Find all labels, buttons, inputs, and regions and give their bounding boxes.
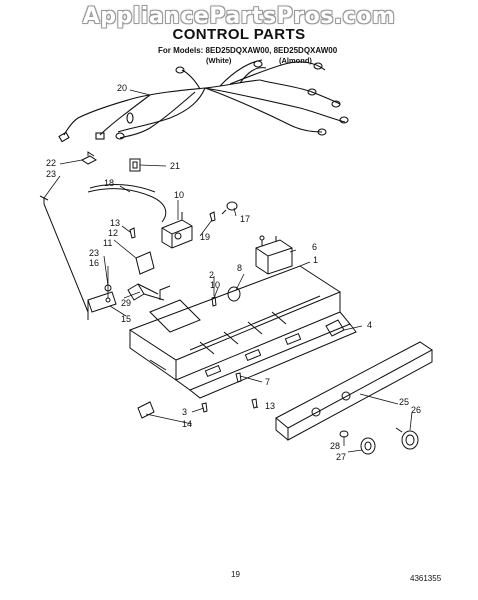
screw-13-top [129,227,136,239]
label-9: 10 [174,190,185,200]
label-6: 6 [312,242,318,252]
wire-harness [58,59,349,143]
watermark: AppliancePartsPros.com [82,4,396,29]
label-14: 14 [182,419,193,429]
label-13-lower: 13 [265,401,276,411]
control-housing [128,265,357,399]
label-17: 17 [240,214,251,224]
switch-bracket-15 [87,291,117,320]
label-2: 2 [209,270,215,280]
label-13-top: 13 [110,218,121,228]
label-12: 12 [108,228,119,238]
capillary-tube [87,184,167,223]
control-panel-25 [275,341,433,441]
label-25: 25 [399,397,410,407]
label-28: 28 [330,441,341,451]
clip-22 [81,151,97,165]
label-7: 7 [265,377,271,387]
color-white-label: (White) [206,56,232,65]
leader-lines [43,89,413,453]
diagram-title: CONTROL PARTS [172,26,306,43]
label-1: 1 [313,255,319,265]
label-3: 3 [182,407,188,417]
label-20: 20 [117,83,128,93]
label-10: 10 [210,280,221,290]
damper-control-6 [255,235,293,275]
color-almond-label: (Almond) [279,56,312,65]
clip-14 [137,401,155,419]
label-16: 16 [89,258,100,268]
control-knob-26 [395,427,419,450]
label-4: 4 [367,320,373,330]
control-knob-27 [360,437,376,455]
label-21: 21 [170,161,181,171]
screw-3 [201,402,208,413]
light-switch-rod [39,195,89,313]
label-26: 26 [411,405,422,415]
label-29: 29 [121,298,132,308]
knob-shaft-17 [221,201,238,215]
screw-19 [209,211,216,222]
models-line: For Models: 8ED25DQXAW00, 8ED25DQXAW00 [158,46,338,55]
thermostat-9 [161,212,193,249]
page-number: 19 [231,570,240,579]
label-15: 15 [121,314,132,324]
label-8: 8 [237,263,243,273]
label-23: 23 [46,169,57,179]
bracket-assembly [104,251,165,303]
label-18: 18 [104,178,115,188]
knob-8 [227,286,241,302]
label-24: 23 [89,248,100,258]
label-19: 19 [200,232,211,242]
label-22: 22 [46,158,57,168]
document-number: 4361355 [410,574,442,583]
label-27: 27 [336,452,347,462]
screw-7 [235,372,242,383]
retainer-21 [129,158,141,172]
label-11: 11 [103,238,113,248]
